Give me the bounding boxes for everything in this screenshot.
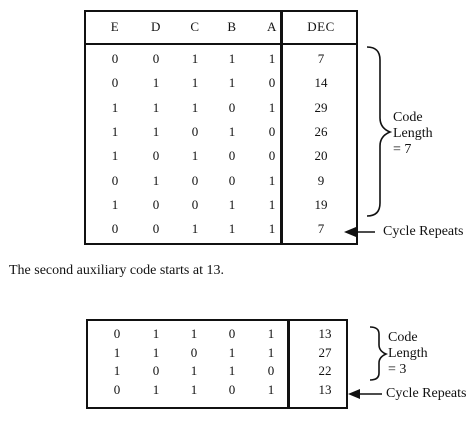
code-length-note-1: Code Length = 7 <box>393 110 433 158</box>
bit-cell: 1 <box>228 196 236 212</box>
column-header: DEC <box>307 19 335 34</box>
bit-cell: 1 <box>111 123 119 139</box>
column-header: B <box>227 19 237 34</box>
bit-cell: 0 <box>152 196 160 212</box>
column-header: A <box>267 19 277 34</box>
bit-cell: 0 <box>228 99 236 115</box>
brace-1-shape <box>366 46 393 217</box>
bit-cell: 0 <box>111 172 119 188</box>
cycle-repeats-note-2: Cycle Repeats <box>386 386 467 401</box>
bit-cell: 1 <box>228 221 236 237</box>
bit-cell: 1 <box>152 344 160 360</box>
bit-cell: 1 <box>268 196 276 212</box>
bit-cell: 1 <box>152 123 160 139</box>
caption: The second auxiliary code starts at 13. <box>9 263 224 278</box>
bit-cell: 0 <box>111 51 119 66</box>
note-line: = 7 <box>393 142 412 157</box>
bit-cell: 1 <box>152 99 160 115</box>
bit-cell: 1 <box>228 344 236 360</box>
bit-cell: 0 <box>113 382 121 398</box>
dec-value-cell: 29 <box>314 99 328 115</box>
note-line: Code <box>388 330 418 345</box>
bit-cell: 1 <box>191 221 199 237</box>
bit-cell: 0 <box>191 196 199 212</box>
header-divider <box>86 43 356 45</box>
dec-value-cell: 22 <box>318 363 332 379</box>
bit-cell: 1 <box>152 326 160 341</box>
bit-cell: 0 <box>268 148 276 164</box>
dec-value-cell: 9 <box>317 172 325 188</box>
bit-cell: 0 <box>191 172 199 188</box>
dec-value-cell: 13 <box>318 326 332 341</box>
bit-cell: 1 <box>268 172 276 188</box>
bit-cell: 0 <box>111 221 119 237</box>
dec-value-cell: 14 <box>314 75 328 91</box>
bit-cell: 1 <box>267 326 275 341</box>
cycle-repeats-note-1: Cycle Repeats <box>383 224 464 239</box>
note-line: Length <box>393 126 433 141</box>
bit-cell: 1 <box>268 51 276 66</box>
bit-cell: 0 <box>228 326 236 341</box>
bit-cell: 1 <box>191 75 199 91</box>
bit-cell: 1 <box>191 99 199 115</box>
code-length-note-2: Code Length = 3 <box>388 330 428 378</box>
bit-cell: 1 <box>113 344 121 360</box>
bit-cell: 1 <box>113 363 121 379</box>
bit-cell: 0 <box>152 51 160 66</box>
code-table-1: E D C B A DEC 0 0 1 1 1 7 0 1 1 1 0 14 1 1 1 0 1 29 1 1 0 1 0 26 1 0 1 0 0… <box>84 10 358 245</box>
dec-value-cell: 7 <box>317 221 325 237</box>
bit-cell: 1 <box>190 382 198 398</box>
bit-cell: 1 <box>111 99 119 115</box>
bit-cell: 1 <box>191 148 199 164</box>
bit-cell: 1 <box>152 75 160 91</box>
bit-cell: 0 <box>113 326 121 341</box>
bit-cell: 1 <box>152 382 160 398</box>
bit-cell: 1 <box>267 344 275 360</box>
bit-cell: 1 <box>228 75 236 91</box>
bit-cell: 1 <box>267 382 275 398</box>
bit-cell: 1 <box>228 363 236 379</box>
note-line: Length <box>388 346 428 361</box>
dec-value-cell: 20 <box>314 148 328 164</box>
bit-cell: 1 <box>190 363 198 379</box>
column-divider <box>287 321 290 407</box>
bit-cell: 1 <box>190 326 198 341</box>
dec-value-cell: 27 <box>318 344 332 360</box>
bit-cell: 0 <box>152 363 160 379</box>
column-header: D <box>151 19 161 34</box>
bit-cell: 1 <box>111 196 119 212</box>
bit-cell: 0 <box>190 344 198 360</box>
bit-cell: 0 <box>268 123 276 139</box>
arrow-2-head <box>348 389 360 399</box>
column-header: E <box>110 19 120 34</box>
bit-cell: 0 <box>191 123 199 139</box>
bit-cell: 1 <box>228 123 236 139</box>
bit-cell: 0 <box>111 75 119 91</box>
bit-cell: 0 <box>152 221 160 237</box>
column-divider <box>280 12 283 243</box>
dec-value-cell: 13 <box>318 382 332 398</box>
note-line: = 3 <box>388 362 407 377</box>
bit-cell: 0 <box>228 382 236 398</box>
bit-cell: 0 <box>268 75 276 91</box>
dec-value-cell: 26 <box>314 123 328 139</box>
bit-cell: 0 <box>267 363 275 379</box>
note-line: Code <box>393 110 423 125</box>
bit-cell: 0 <box>152 148 160 164</box>
bit-cell: 1 <box>152 172 160 188</box>
brace-2-shape <box>369 326 389 381</box>
dec-value-cell: 7 <box>317 51 325 66</box>
code-table-2: 0 1 1 0 1 13 1 1 0 1 1 27 1 0 1 1 0 22 0 1 1 0 1 13 <box>86 319 348 409</box>
bit-cell: 1 <box>268 221 276 237</box>
bit-cell: 1 <box>268 99 276 115</box>
bit-cell: 0 <box>228 172 236 188</box>
arrow-1-head <box>344 227 356 237</box>
dec-value-cell: 19 <box>314 196 328 212</box>
column-header: C <box>190 19 200 34</box>
bit-cell: 1 <box>111 148 119 164</box>
bit-cell: 0 <box>228 148 236 164</box>
bit-cell: 1 <box>228 51 236 66</box>
bit-cell: 1 <box>191 51 199 66</box>
